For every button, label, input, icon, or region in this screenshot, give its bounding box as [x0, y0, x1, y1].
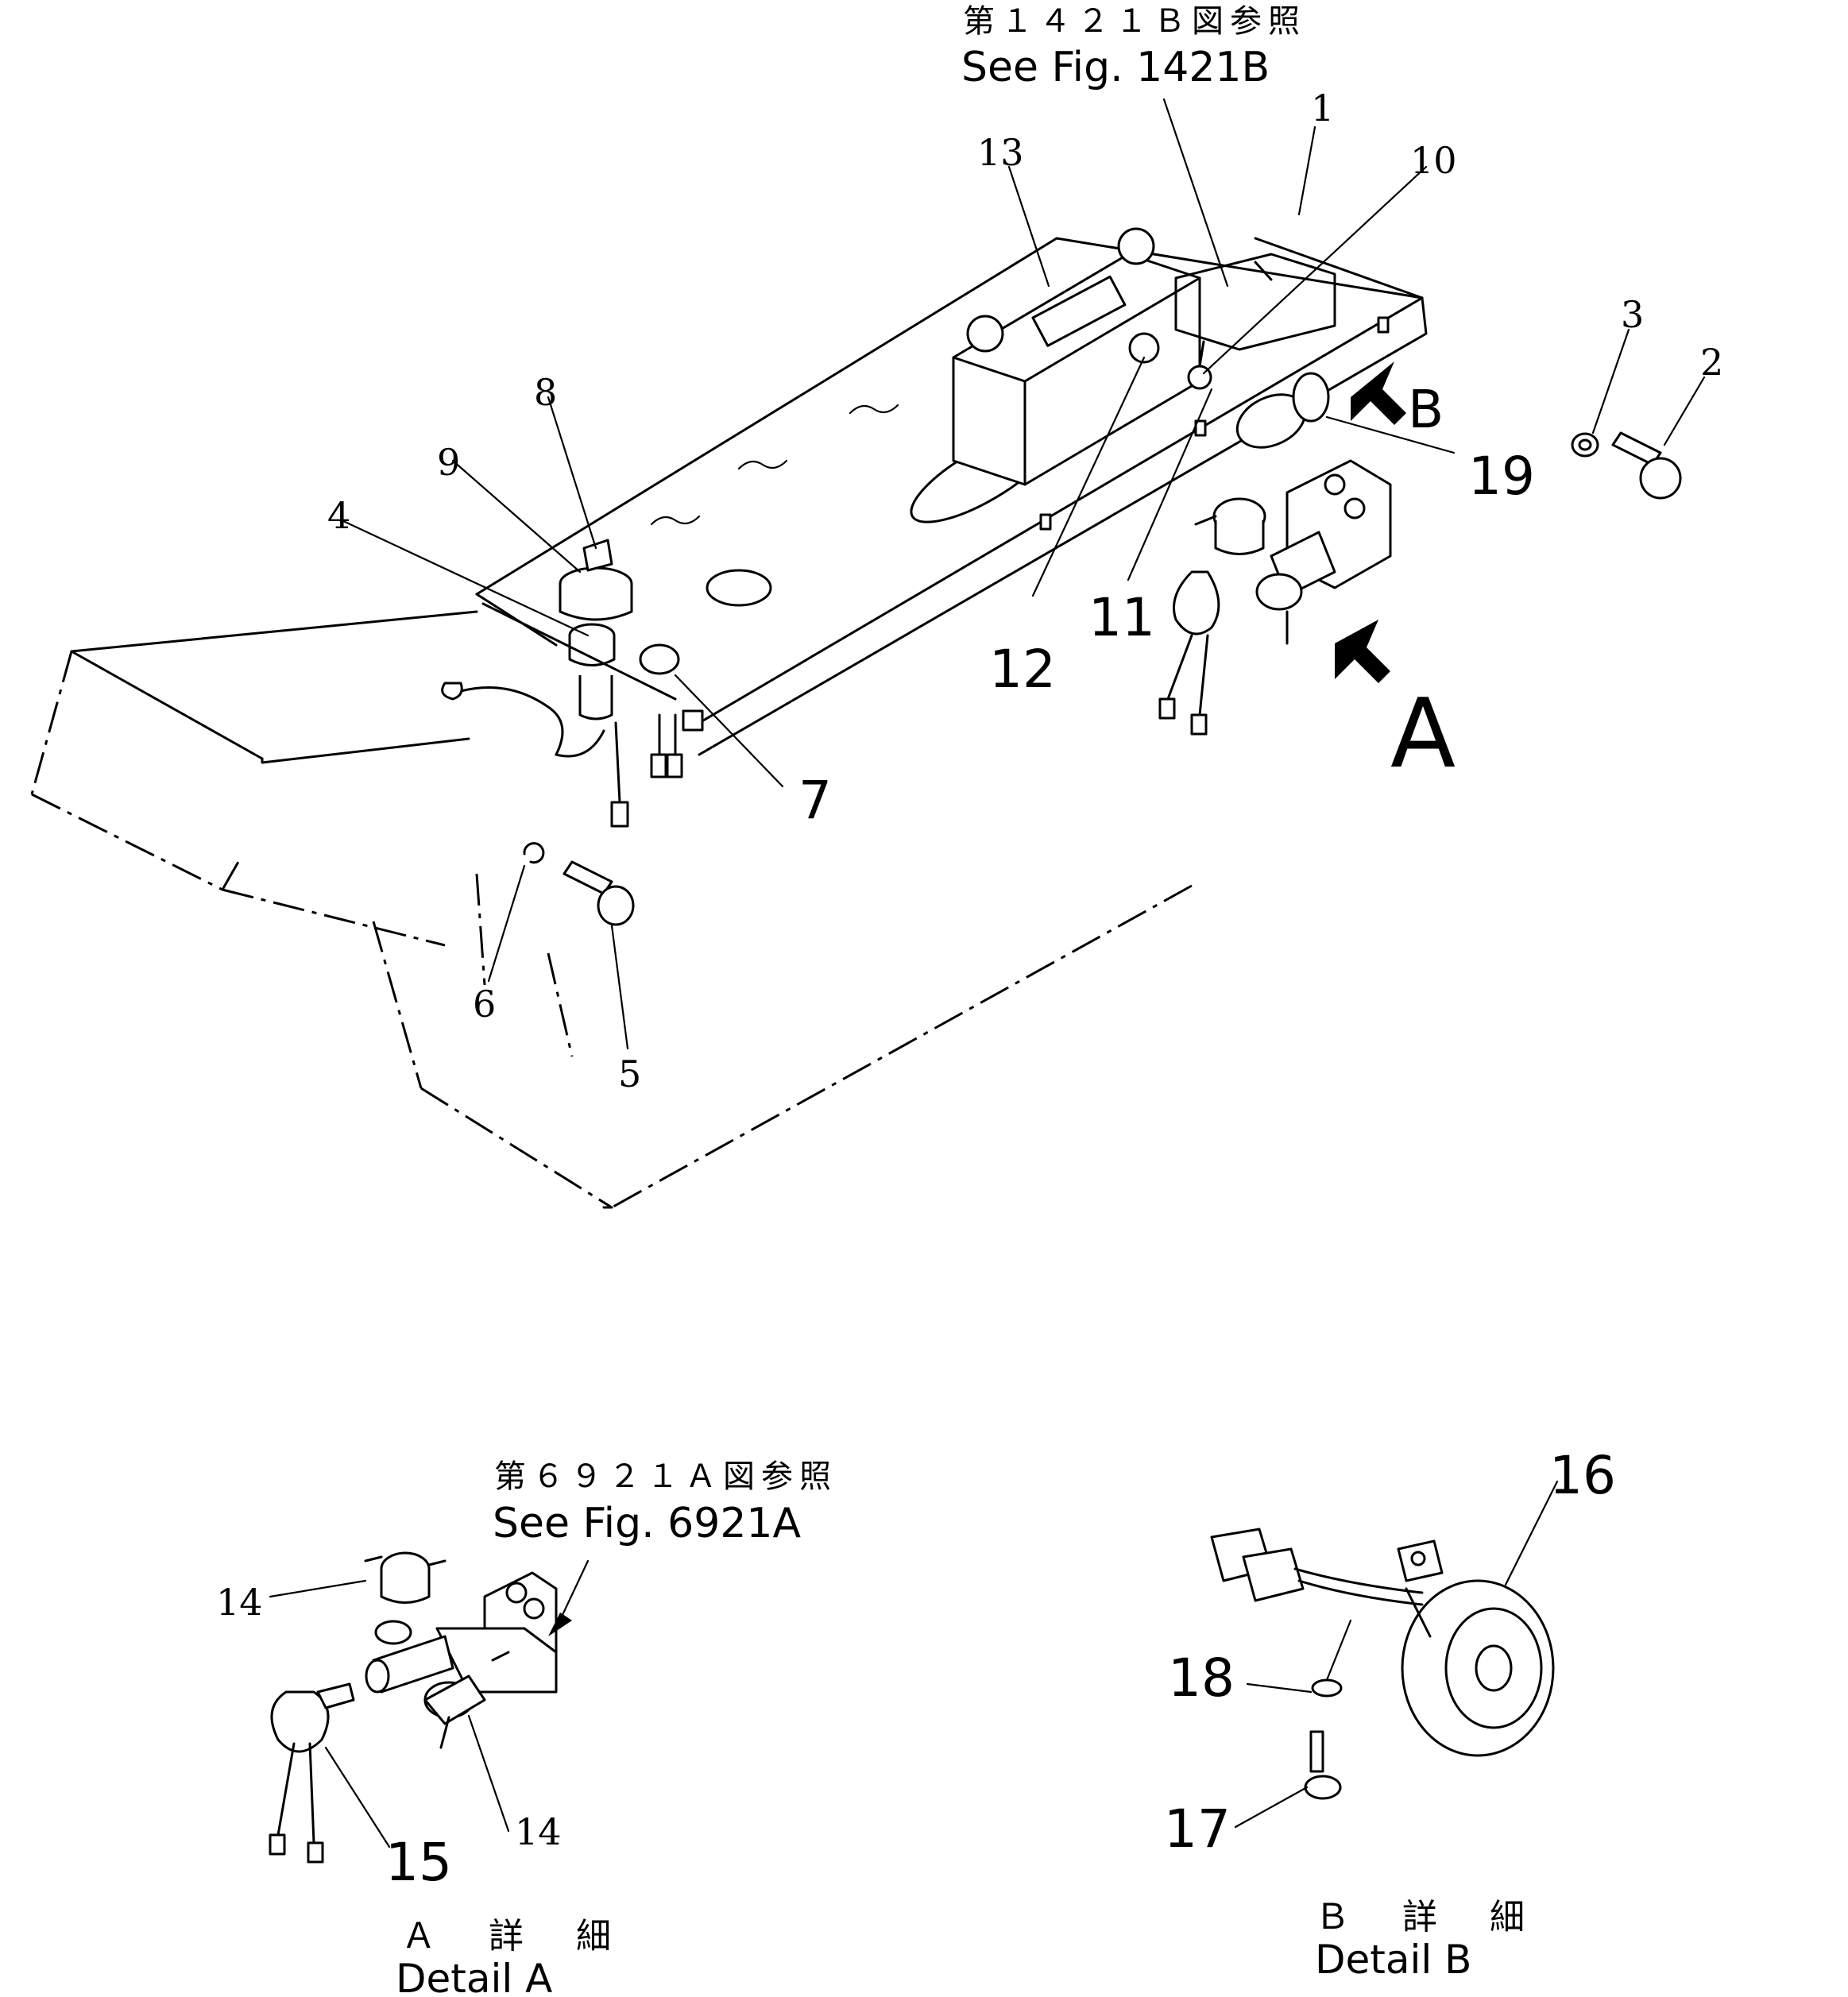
callout-2: 2	[1700, 341, 1723, 384]
callout-3: 3	[1621, 293, 1644, 336]
switch-group-main	[1158, 459, 1392, 736]
callout-15: 15	[385, 1832, 452, 1893]
view-arrows	[1335, 361, 1406, 683]
dashboard-panel	[30, 227, 1428, 1209]
ref-detail-a-jp: 第６９２１Ａ図参照	[494, 1458, 837, 1495]
fasteners	[523, 431, 1682, 926]
view-marker-b: B	[1408, 379, 1444, 440]
caption-detail-b-en: Detail B	[1315, 1937, 1472, 1983]
detail-b-assembly	[1210, 1480, 1559, 1829]
callout-14-lower: 14	[515, 1810, 562, 1853]
caption-detail-a-en: Detail A	[396, 1956, 552, 1997]
callout-5: 5	[618, 1053, 641, 1095]
ref-detail-a-en: See Fig. 6921A	[493, 1500, 801, 1547]
callout-8: 8	[534, 371, 557, 414]
callout-11: 11	[1088, 587, 1155, 648]
callout-6: 6	[473, 983, 496, 1026]
starter-switch-assembly	[441, 539, 704, 828]
view-marker-a: A	[1390, 679, 1456, 790]
callout-4: 4	[327, 494, 350, 537]
callout-16: 16	[1549, 1445, 1616, 1506]
callout-13: 13	[977, 131, 1024, 174]
callout-12: 12	[989, 639, 1056, 700]
callout-7: 7	[798, 770, 832, 831]
callout-9: 9	[437, 441, 460, 484]
ref-main-en: See Fig. 1421B	[961, 44, 1270, 91]
ref-main-jp: 第１４２１Ｂ図参照	[963, 3, 1306, 40]
caption-detail-b-jp: Ｂ 詳 細	[1315, 1897, 1545, 1937]
detail-a-assembly	[269, 1551, 590, 1864]
callout-10: 10	[1410, 139, 1457, 182]
callout-19: 19	[1468, 446, 1535, 507]
leader-lines-main	[340, 98, 1706, 1050]
callout-1: 1	[1311, 87, 1334, 129]
caption-detail-a-jp: Ａ 詳 細	[401, 1916, 632, 1956]
callout-14-upper: 14	[216, 1581, 263, 1624]
callout-18: 18	[1168, 1647, 1235, 1709]
callout-17: 17	[1164, 1798, 1231, 1860]
